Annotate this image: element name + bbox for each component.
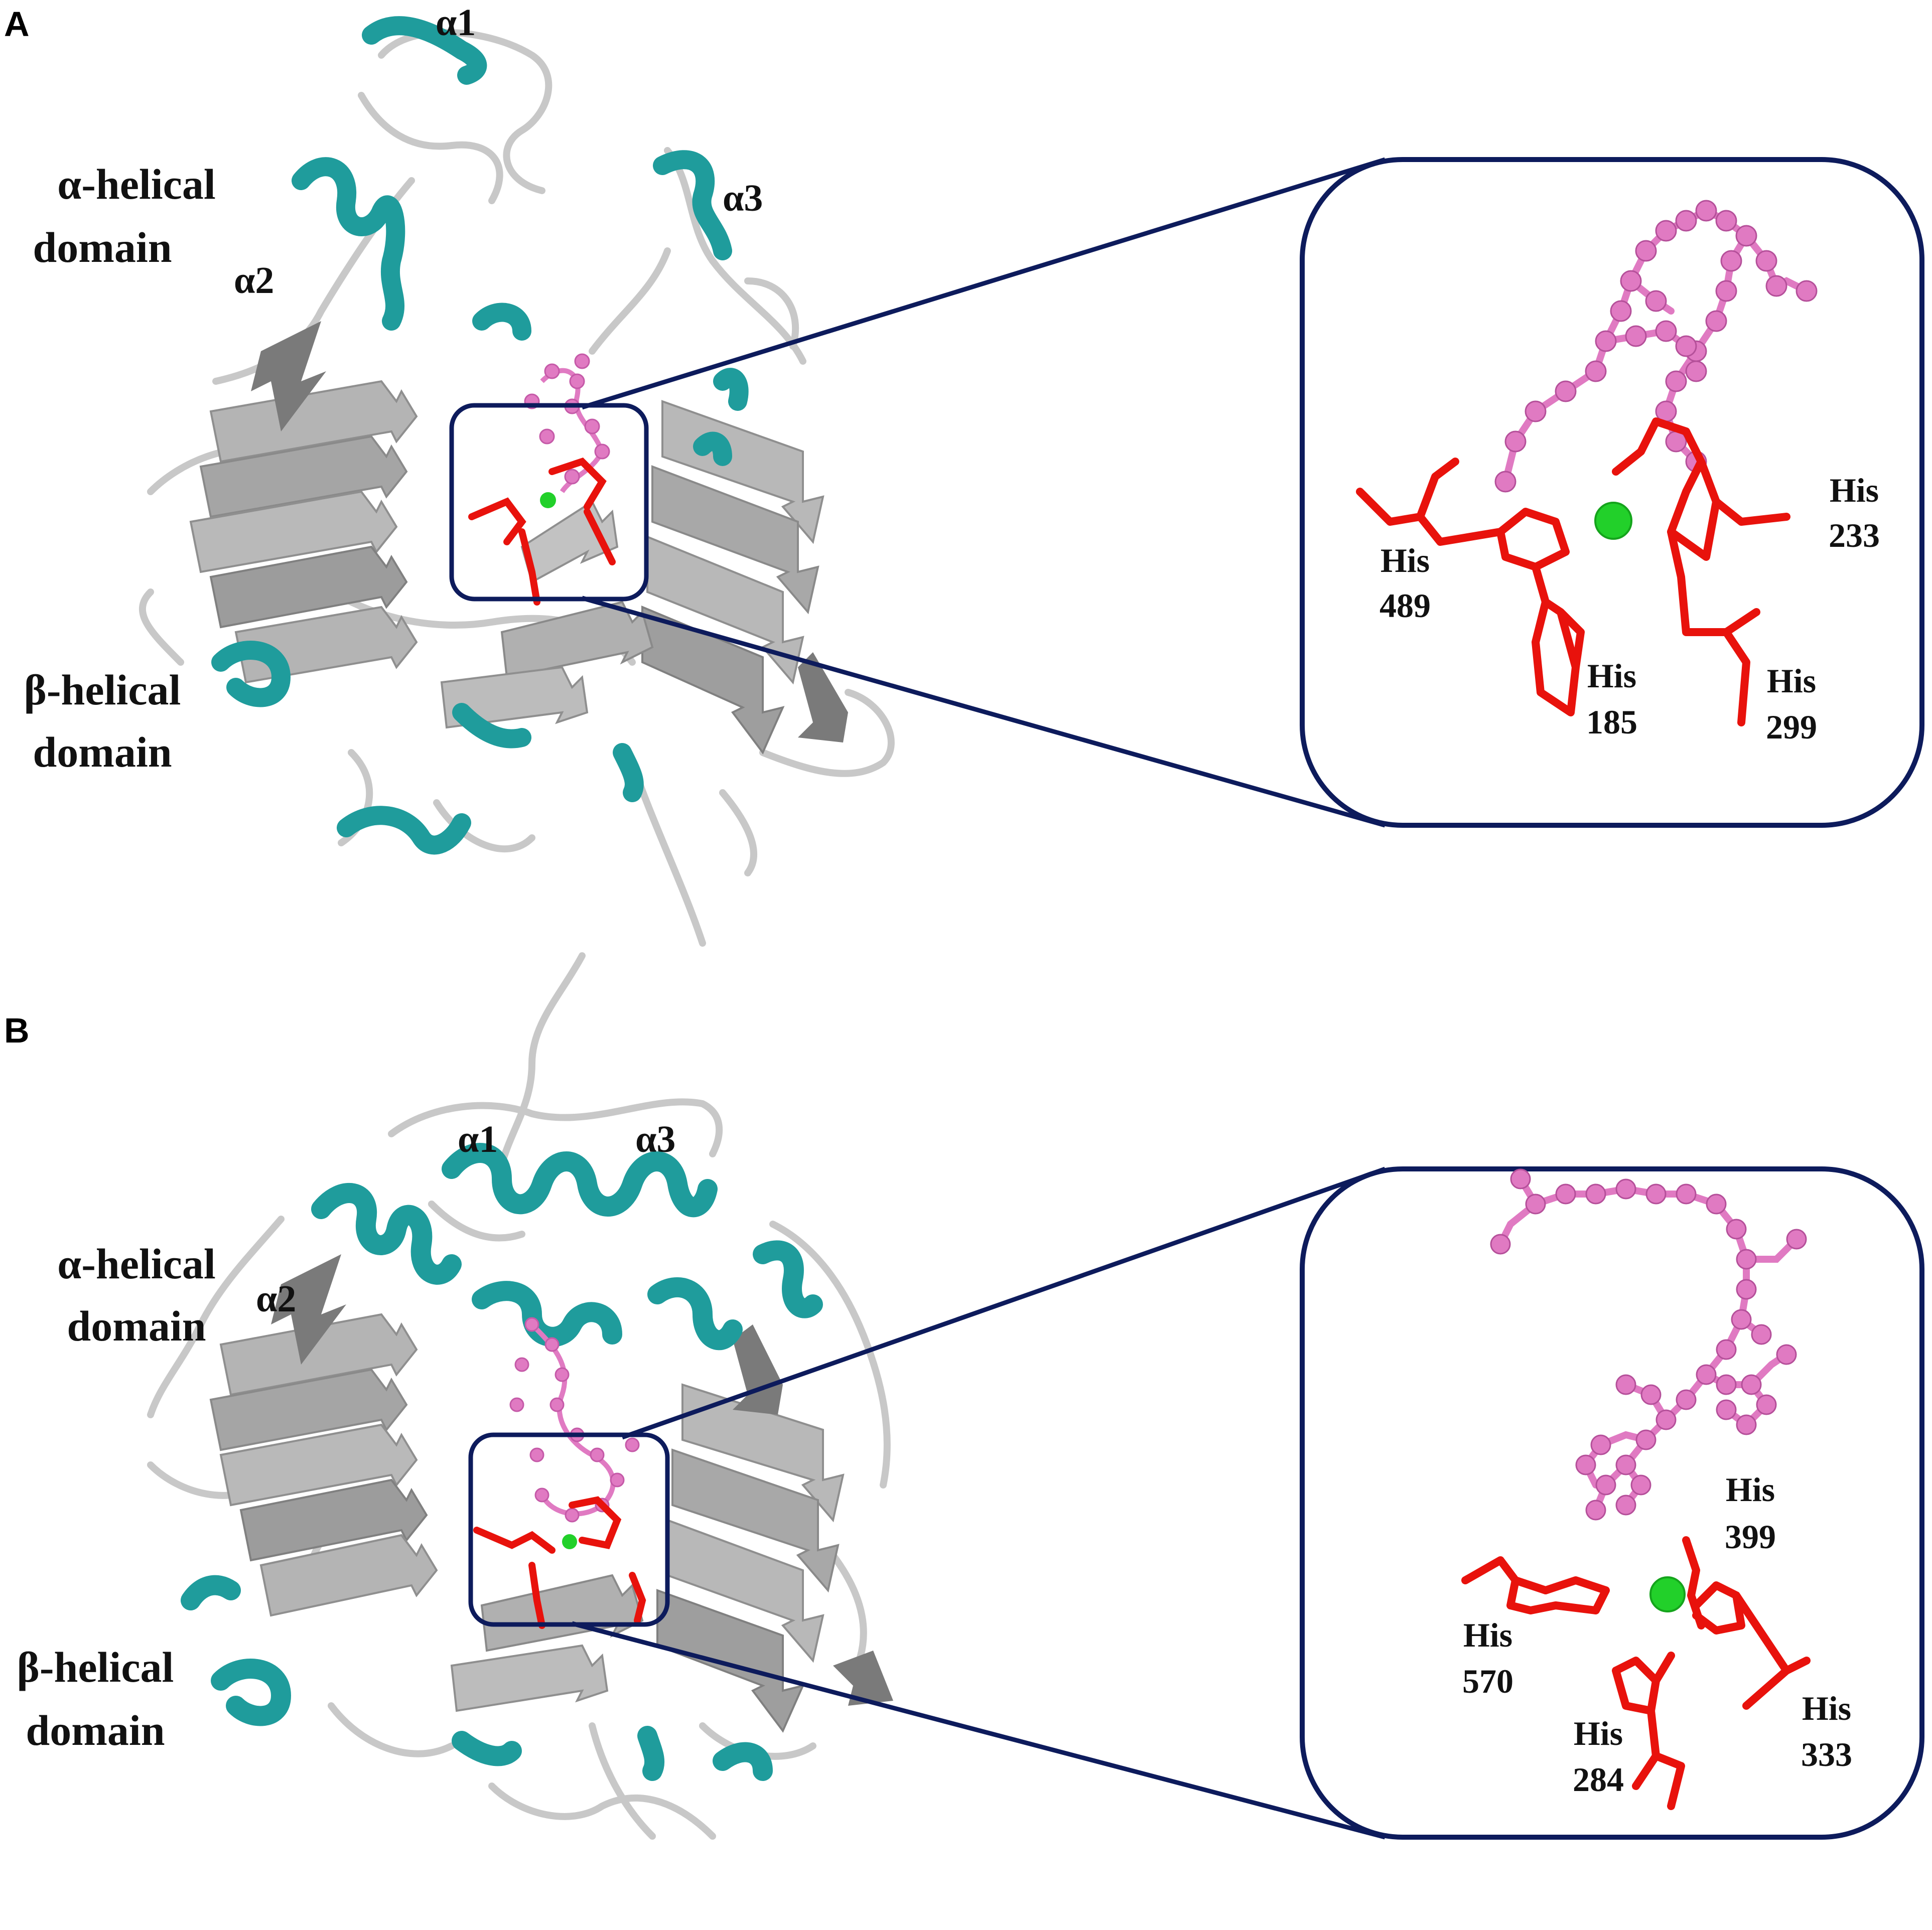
panel-b-his333-num: 333	[1801, 1735, 1852, 1773]
panel-b-his333-res: His	[1802, 1689, 1851, 1727]
panel-b-alpha-domain-line2: domain	[67, 1302, 206, 1350]
panel-b-inset-histidines	[1461, 1536, 1811, 1810]
panel-b-his570-num: 570	[1462, 1662, 1513, 1700]
panel-b-histidine-sites	[473, 1496, 646, 1629]
panel-b-helix-label-alpha1: α1	[458, 1118, 498, 1160]
panel-a-zoom-box	[449, 403, 649, 602]
panel-a-ligand	[524, 353, 610, 493]
panel-b-his570-res: His	[1463, 1616, 1512, 1654]
panel-b-beta-domain-line2: domain	[26, 1706, 165, 1754]
panel-b-his284-num: 284	[1573, 1760, 1624, 1799]
panel-a-helix-label-alpha2: α2	[234, 259, 274, 302]
panel-b: B	[4, 952, 1924, 1840]
panel-a-helices	[211, 16, 749, 855]
panel-a-histidine-sites	[468, 457, 616, 606]
panel-b-inset-metal-ion	[1649, 1576, 1686, 1612]
panel-a-his489-num: 489	[1379, 586, 1431, 625]
panel-a-letter: A	[4, 5, 30, 44]
panel-b-zoom-line-bottom	[571, 1621, 1386, 1840]
panel-a-inset-ligand	[1494, 200, 1818, 493]
panel-b-helix-label-alpha2: α2	[256, 1278, 296, 1320]
panel-a-his185-res: His	[1587, 657, 1636, 695]
panel-b-protein-structure	[147, 952, 893, 1840]
panel-a-helix-label-alpha3: α3	[723, 177, 763, 219]
panel-b-alpha-domain-line1: α-helical	[57, 1240, 216, 1288]
panel-b-his284-res: His	[1574, 1714, 1623, 1752]
panel-a-helix-label-alpha1: α1	[436, 2, 476, 44]
panel-a-his299-num: 299	[1766, 708, 1817, 746]
panel-a-his185-num: 185	[1586, 703, 1637, 741]
panel-b-letter: B	[4, 1011, 30, 1050]
panel-a-alpha-domain-line2: domain	[33, 223, 172, 271]
panel-b-inset-structure	[1461, 1168, 1811, 1810]
panel-a-inset-frame	[1300, 157, 1924, 828]
panel-a-beta-domain-line1: β-helical	[24, 666, 181, 714]
panel-a-beta-domain-line2: domain	[33, 728, 172, 776]
panel-b-inset-ligand	[1490, 1168, 1807, 1521]
panel-a-inset-histidines	[1356, 417, 1790, 726]
panel-a-zoom-line-bottom	[581, 596, 1386, 828]
panel-b-ligand	[509, 1317, 640, 1523]
panel-a-his233-res: His	[1830, 471, 1879, 509]
panel-a-his233-num: 233	[1829, 516, 1880, 554]
panel-a-beta-sheets	[189, 321, 848, 755]
panel-b-beta-domain-line1: β-helical	[17, 1643, 174, 1691]
panel-b-zoom-line-top	[621, 1166, 1386, 1440]
panel-b-beta-sheets	[209, 1254, 893, 1733]
panel-a-inset-structure	[1356, 200, 1818, 726]
panel-a-zoom-line-top	[581, 157, 1386, 410]
panel-b-helices	[181, 1143, 823, 1781]
panel-b-zoom-box	[468, 1432, 670, 1627]
panel-a-his489-res: His	[1381, 541, 1430, 579]
panel-b-metal-ion	[562, 1534, 577, 1549]
panel-b-his399-res: His	[1726, 1470, 1775, 1509]
panel-b-his399-num: 399	[1725, 1518, 1776, 1556]
panel-a-inset-metal-ion	[1594, 502, 1632, 540]
panel-a-protein-structure	[139, 16, 895, 947]
panel-a: A	[4, 2, 1924, 947]
panel-a-his299-res: His	[1767, 662, 1816, 700]
panel-a-alpha-domain-line1: α-helical	[57, 160, 216, 208]
panel-a-metal-ion	[540, 492, 556, 508]
panel-b-helix-label-alpha3: α3	[635, 1118, 675, 1160]
